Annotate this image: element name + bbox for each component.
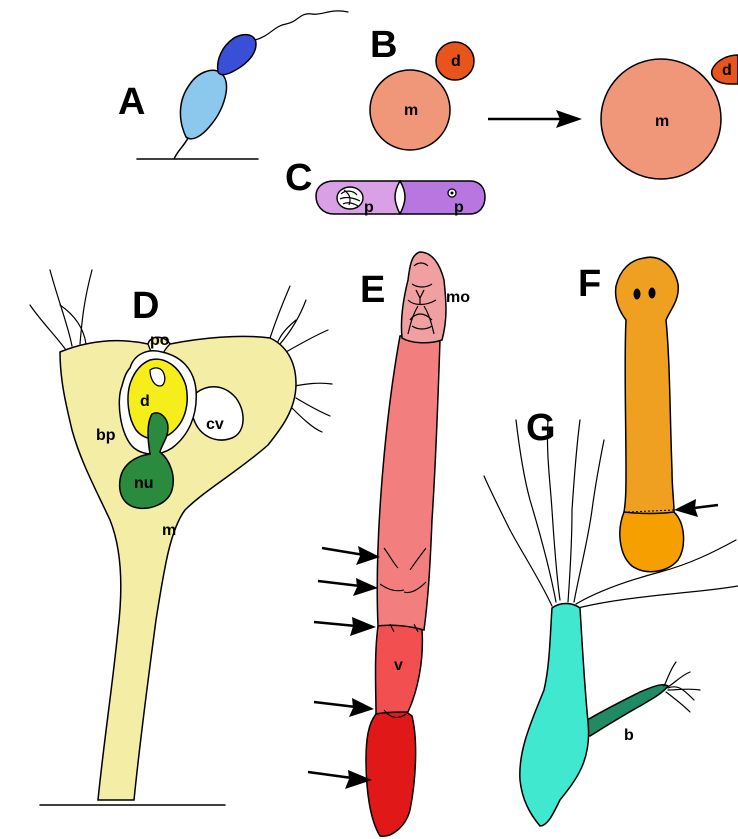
panel-b: B m d m d xyxy=(370,24,738,179)
fission-arrow-e-4 xyxy=(314,698,374,717)
label-v-e: v xyxy=(394,657,403,674)
body-g xyxy=(520,604,589,827)
label-d-d: d xyxy=(140,393,150,410)
label-mo-e: mo xyxy=(446,289,470,306)
tail-segment-e xyxy=(366,709,416,836)
panel-e: E mo v xyxy=(308,252,470,836)
nucleus-c-right xyxy=(448,189,456,197)
eyespot-f-right xyxy=(649,288,656,299)
flagellum-a xyxy=(255,11,348,40)
panel-letter-e: E xyxy=(360,269,385,311)
tentacles-d-left xyxy=(30,270,92,350)
p-label-c-left: p xyxy=(364,199,374,216)
mother-label-b-grown: m xyxy=(655,113,669,130)
stalk-a xyxy=(174,138,188,159)
daughter-label-b-grown: d xyxy=(722,62,732,79)
right-cell-c xyxy=(400,181,485,214)
fission-arrow-f xyxy=(674,499,718,517)
p-label-c-right: p xyxy=(454,199,464,216)
nucleus-c-left xyxy=(337,187,363,209)
panel-a: A xyxy=(118,11,348,159)
daughter-label-b: d xyxy=(451,53,461,70)
panel-c: C p p xyxy=(285,157,485,216)
panel-g: G b xyxy=(484,407,738,826)
label-bp-d: bp xyxy=(96,427,116,444)
mother-label-b: m xyxy=(404,102,418,119)
upper-cell-a xyxy=(218,35,256,75)
panel-letter-c: C xyxy=(285,157,312,199)
panel-letter-d: D xyxy=(132,285,159,327)
tentacles-g xyxy=(484,420,738,608)
label-b-g: b xyxy=(624,727,634,744)
body-f xyxy=(616,257,679,513)
fission-arrow-e-2 xyxy=(318,578,378,596)
panel-d: D po d xyxy=(30,270,332,805)
fission-arrow-e-3 xyxy=(314,617,376,636)
label-po-d: po xyxy=(150,332,170,349)
tail-f xyxy=(620,509,684,572)
panel-letter-b: B xyxy=(370,24,397,66)
panel-letter-a: A xyxy=(118,81,145,123)
label-m-d: m xyxy=(162,522,176,539)
panel-letter-f: F xyxy=(578,263,601,305)
panel-letter-g: G xyxy=(526,407,556,449)
label-nu-d: nu xyxy=(134,475,154,492)
fission-arrow-e-1 xyxy=(322,546,380,565)
bud-tentacles-g xyxy=(664,662,700,712)
fission-arrow-e-5 xyxy=(308,770,372,789)
eyespot-f-left xyxy=(634,289,641,300)
lower-cell-a xyxy=(180,70,226,138)
arrow-b xyxy=(488,110,582,128)
panel-f: F xyxy=(578,257,718,571)
upper-body-e xyxy=(377,335,440,630)
label-cv-d: cv xyxy=(206,416,224,433)
